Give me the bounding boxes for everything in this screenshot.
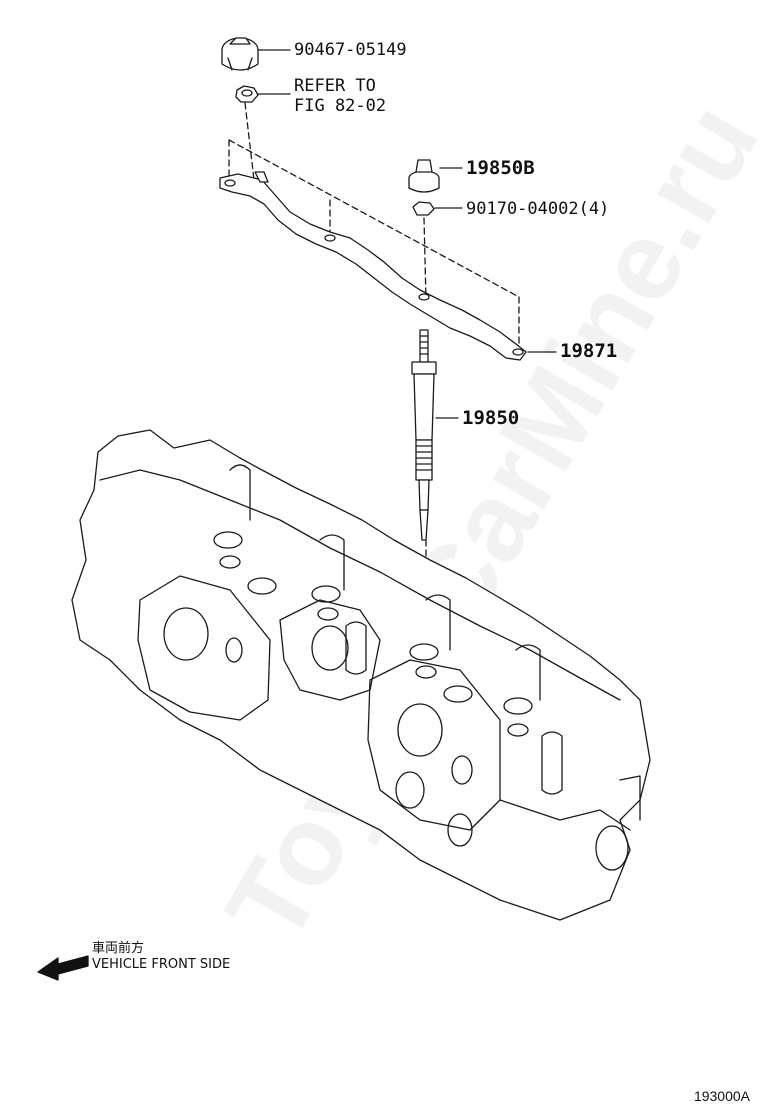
busbar-icon <box>219 171 527 361</box>
part-number-nut-top: 90467-05149 <box>294 40 407 60</box>
part-number-small-nut: 90170-04002(4) <box>466 199 610 219</box>
part-number-connector: 19850B <box>466 157 535 179</box>
refer-note-line2: FIG 82-02 <box>294 96 387 116</box>
glow-plug-icon <box>411 329 437 541</box>
hex-nut-icon <box>235 85 259 103</box>
front-note-english: VEHICLE FRONT SIDE <box>92 957 231 972</box>
part-number-glow-plug: 19850 <box>462 407 520 429</box>
refer-note-line1: REFER TO <box>294 76 376 96</box>
cap-nut-icon <box>221 37 259 71</box>
connector-icon <box>408 159 440 193</box>
front-arrow-icon <box>37 955 89 981</box>
cylinder-head-icon <box>71 429 651 921</box>
front-note-japanese: 車両前方 <box>92 941 145 956</box>
small-nut-icon <box>412 201 435 216</box>
figure-code: 193000A <box>693 1088 750 1104</box>
part-number-busbar: 19871 <box>560 340 618 362</box>
